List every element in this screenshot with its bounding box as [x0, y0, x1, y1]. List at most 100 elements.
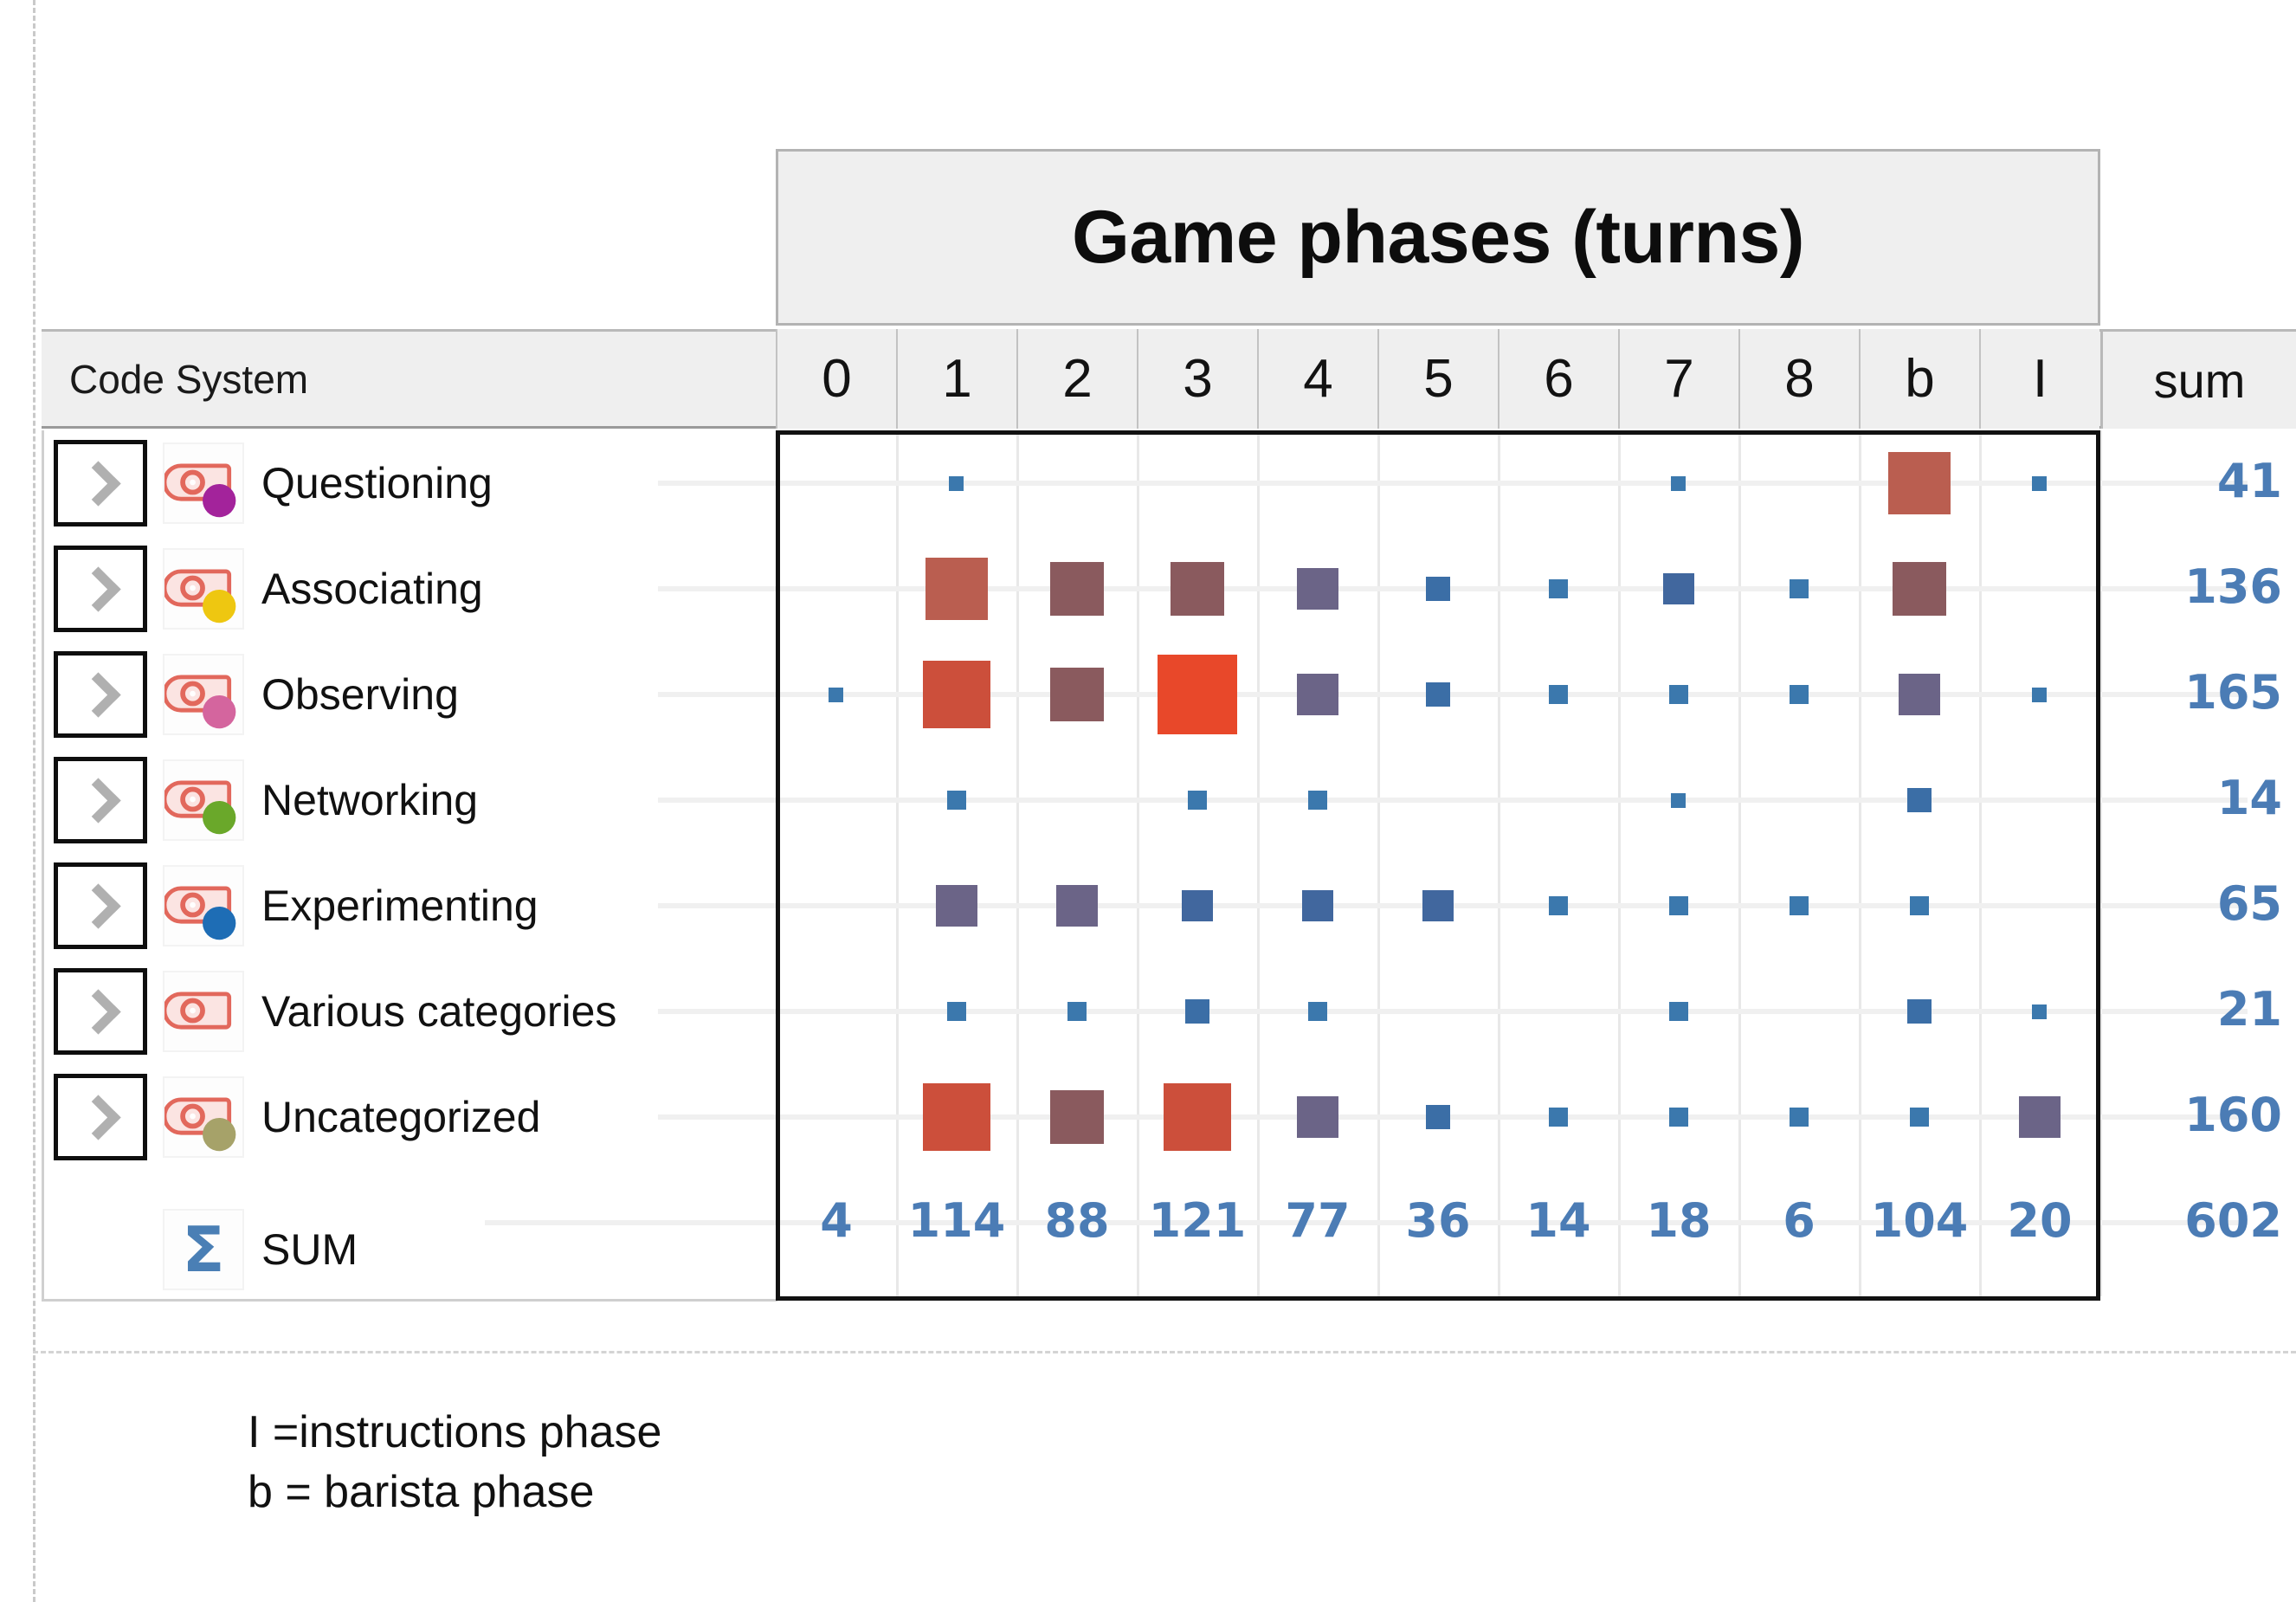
matrix-cell-square[interactable] [1898, 674, 1940, 715]
matrix-cell-square[interactable] [1296, 1096, 1338, 1138]
expand-button-networking[interactable] [54, 757, 147, 843]
legend-line-instructions: I =instructions phase [248, 1407, 662, 1457]
row-observing[interactable]: Observing [42, 642, 776, 747]
expand-button-uncategorized[interactable] [54, 1074, 147, 1160]
matrix-cell-square[interactable] [1425, 577, 1450, 601]
grid-line-vertical [1979, 430, 1982, 1296]
column-header-1[interactable]: 1 [896, 329, 1016, 429]
matrix-cell-square[interactable] [2032, 1004, 2047, 1019]
row-networking[interactable]: Networking [42, 747, 776, 853]
column-sum-value: 36 [1405, 1193, 1471, 1248]
matrix-cell-square[interactable] [1296, 568, 1338, 610]
matrix-cell-square[interactable] [1668, 685, 1688, 704]
matrix-cell-square[interactable] [1548, 1108, 1568, 1127]
matrix-cell-square[interactable] [2018, 1096, 2061, 1138]
matrix-cell-square[interactable] [1067, 1002, 1087, 1021]
matrix-left-edge [42, 430, 44, 1301]
matrix-cell-square[interactable] [1668, 1002, 1688, 1021]
chevron-right-icon [74, 671, 121, 718]
column-header-sum[interactable]: sum [2100, 329, 2296, 429]
column-header-6[interactable]: 6 [1498, 329, 1618, 429]
matrix-cell-square[interactable] [1187, 791, 1207, 810]
matrix-cell-square[interactable] [1049, 1090, 1104, 1144]
matrix-cell-square[interactable] [1789, 896, 1809, 915]
matrix-cell-square[interactable] [1163, 1083, 1231, 1151]
matrix-cell-square[interactable] [1157, 655, 1237, 734]
expand-button-associating[interactable] [54, 546, 147, 632]
chevron-right-icon [74, 882, 121, 929]
matrix-cell-square[interactable] [946, 1002, 966, 1021]
matrix-cell-square[interactable] [1668, 1108, 1688, 1127]
row-sum-value: 41 [2216, 454, 2282, 508]
column-header-I[interactable]: I [1979, 329, 2099, 429]
matrix-cell-square[interactable] [2032, 687, 2047, 702]
sum-row-name: SUM [261, 1225, 358, 1274]
matrix-cell-square[interactable] [1307, 791, 1327, 810]
matrix-cell-square[interactable] [1301, 890, 1333, 921]
matrix-cell-square[interactable] [1789, 579, 1809, 598]
matrix-cell-square[interactable] [1181, 890, 1213, 921]
expand-button-various-categories[interactable] [54, 968, 147, 1055]
row-label-text: Associating [261, 565, 483, 613]
matrix-cell-square[interactable] [1662, 573, 1694, 604]
legend: I =instructions phase b = barista phase [248, 1403, 661, 1521]
column-sum-value: 114 [907, 1193, 1006, 1248]
matrix-cell-square[interactable] [2032, 475, 2047, 491]
matrix-cell-square[interactable] [1906, 999, 1932, 1024]
row-label-text: Uncategorized [261, 1093, 541, 1141]
grid-line-vertical [2099, 430, 2102, 1296]
matrix-cell-square[interactable] [829, 687, 843, 702]
column-header-4[interactable]: 4 [1257, 329, 1377, 429]
row-sum-value: 165 [2184, 665, 2282, 720]
expand-button-experimenting[interactable] [54, 862, 147, 949]
matrix-cell-square[interactable] [1425, 682, 1450, 707]
column-header-5[interactable]: 5 [1377, 329, 1498, 429]
page-guide-bottom [33, 1351, 2296, 1353]
matrix-cell-square[interactable] [1548, 896, 1568, 915]
column-header-0[interactable]: 0 [776, 329, 896, 429]
matrix-cell-square[interactable] [922, 1083, 990, 1151]
matrix-cell-square[interactable] [1909, 896, 1929, 915]
column-header-8[interactable]: 8 [1738, 329, 1859, 429]
matrix-cell-square[interactable] [1909, 1108, 1929, 1127]
row-associating[interactable]: Associating [42, 536, 776, 642]
matrix-cell-square[interactable] [946, 791, 966, 810]
matrix-cell-square[interactable] [1422, 890, 1454, 921]
matrix-cell-square[interactable] [949, 475, 964, 491]
expand-button-questioning[interactable] [54, 440, 147, 526]
matrix-cell-square[interactable] [1671, 475, 1686, 491]
row-label-text: Questioning [261, 459, 493, 507]
matrix-cell-square[interactable] [1296, 674, 1338, 715]
matrix-cell-square[interactable] [1184, 999, 1209, 1024]
matrix-cell-square[interactable] [1170, 562, 1224, 616]
matrix-cell-square[interactable] [1892, 562, 1946, 616]
matrix-cell-square[interactable] [925, 558, 988, 620]
matrix-cell-square[interactable] [1307, 1002, 1327, 1021]
row-questioning[interactable]: Questioning [42, 430, 776, 536]
matrix-cell-square[interactable] [1049, 668, 1104, 721]
matrix-cell-square[interactable] [1668, 896, 1688, 915]
row-various-categories[interactable]: Various categories [42, 959, 776, 1064]
matrix-cell-square[interactable] [1887, 452, 1951, 514]
matrix-cell-square[interactable] [1789, 685, 1809, 704]
matrix-cell-square[interactable] [1049, 562, 1104, 616]
matrix-cell-square[interactable] [1906, 788, 1932, 812]
matrix-cell-square[interactable] [1789, 1108, 1809, 1127]
row-experimenting[interactable]: Experimenting [42, 853, 776, 959]
matrix-cell-square[interactable] [1671, 792, 1686, 808]
matrix-cell-square[interactable] [1548, 579, 1568, 598]
matrix-cell-square[interactable] [1425, 1105, 1450, 1129]
column-header-3[interactable]: 3 [1137, 329, 1257, 429]
matrix-cell-square[interactable] [935, 885, 977, 927]
column-header-7[interactable]: 7 [1618, 329, 1738, 429]
row-sum-value: 136 [2184, 559, 2282, 614]
column-header-b[interactable]: b [1859, 329, 1979, 429]
matrix-cell-square[interactable] [922, 661, 990, 728]
column-header-2[interactable]: 2 [1016, 329, 1137, 429]
column-sum-value: 6 [1783, 1193, 1816, 1248]
expand-button-observing[interactable] [54, 651, 147, 738]
matrix-cell-square[interactable] [1055, 885, 1098, 927]
row-uncategorized[interactable]: Uncategorized [42, 1064, 776, 1170]
matrix-cell-square[interactable] [1548, 685, 1568, 704]
row-label-text: Networking [261, 776, 479, 824]
